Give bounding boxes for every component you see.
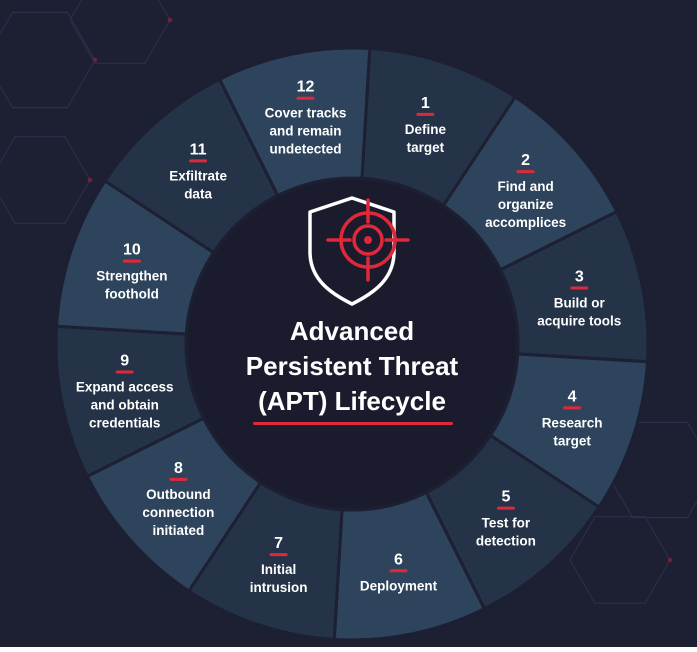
step-number-underline [115,370,134,374]
step-label-line: Deployment [360,578,438,593]
step-number-underline [122,259,141,263]
step-number: 5 [501,489,510,506]
step-label-line: initiated [153,523,205,538]
step-number: 4 [568,388,577,405]
step-number: 7 [274,535,283,552]
step-number-underline [570,286,589,290]
center-title: Advanced Persistent Threat (APT) Lifecyc… [246,316,459,425]
bg-hexagon [0,136,91,224]
bg-hexagon [0,11,96,109]
step-number-underline [269,553,288,557]
step-number-underline [389,569,408,573]
center-disc [188,180,516,508]
step-number-underline [189,159,208,163]
step-label-line: Test for [482,516,531,531]
center-title-line-2: Persistent Threat [246,351,459,381]
shield-crosshair-icon [308,196,410,306]
bg-dot [667,557,673,563]
step-number-underline [169,477,188,481]
bg-dot [167,17,173,23]
center-title-line-1: Advanced [290,316,414,346]
step-label-line: Find and [497,179,553,194]
step-label-line: connection [142,505,214,520]
step-label-line: Outbound [146,487,210,502]
step-label-line: accomplices [485,215,566,230]
step-label-line: Initial [261,562,296,577]
step-label-line: detection [476,534,536,549]
step-label-line: intrusion [250,580,308,595]
step-label-line: Strengthen [96,269,167,284]
title-underline [253,422,453,425]
step-number-underline [496,506,515,510]
step-number-underline [296,96,315,100]
step-label-line: Research [542,415,603,430]
step-number: 12 [297,79,315,96]
step-label-line: Define [405,122,447,137]
step-number: 8 [174,460,183,477]
step-number-underline [516,170,535,174]
step-label-line: target [407,140,445,155]
step-label-line: target [553,433,591,448]
step-label-line: Expand access [76,380,174,395]
step-number: 2 [521,152,530,169]
step-number-underline [416,112,435,116]
step-number: 9 [120,353,129,370]
step-label-line: acquire tools [537,313,621,328]
center-title-line-3: (APT) Lifecycle [258,386,446,416]
step-number: 11 [190,141,207,158]
step-label-line: Build or [554,295,606,310]
step-number: 1 [421,95,430,112]
step-label-line: undetected [269,142,341,157]
step-label-line: foothold [105,287,159,302]
step-number: 10 [123,242,141,259]
bg-dot [87,177,93,183]
step-label-line: organize [498,197,554,212]
step-label-line: Exfiltrate [169,168,227,183]
background-pattern [0,0,697,604]
bg-hexagon [69,0,171,64]
step-label-line: and remain [269,124,341,139]
segment-12 [217,46,372,198]
step-label-line: Cover tracks [265,106,347,121]
step-label-line: data [184,186,212,201]
step-label-line: and obtain [91,398,159,413]
step-number: 6 [394,551,403,568]
step-number-underline [563,406,582,410]
bg-hexagon [569,516,671,604]
step-label-line: credentials [89,416,160,431]
step-number: 3 [575,268,584,285]
